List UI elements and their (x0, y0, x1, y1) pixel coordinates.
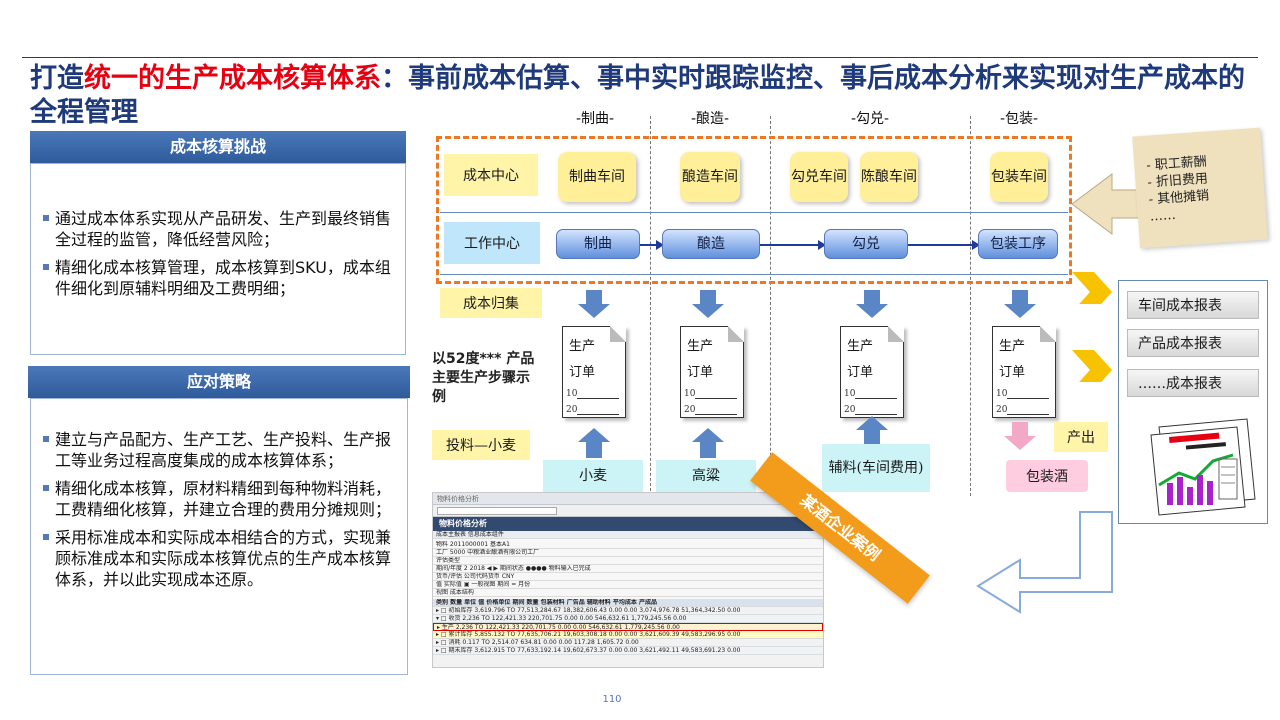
strategy-item: 精细化成本核算，原材料精细到每种物料消耗，工费精细化核算，并建立合理的费用分摊规… (41, 478, 395, 520)
row-separator (440, 212, 1068, 213)
chevron-right-icon (1072, 272, 1112, 304)
report-other-cost[interactable]: ……成本报表 (1127, 369, 1259, 397)
bullet-icon (43, 264, 49, 270)
allocation-note: - 职工薪酬 - 折旧费用 - 其他摊销 …… (1132, 127, 1268, 249)
sap-toolbar (433, 505, 823, 517)
flow-arrow (908, 240, 980, 250)
work-center-niangzao: 酿造 (662, 229, 760, 259)
challenge-item: 通过成本体系实现从产品研发、生产到最终销售全过程的监管，降低经营风险； (41, 208, 393, 250)
challenges-box: 通过成本体系实现从产品研发、生产到最终销售全过程的监管，降低经营风险； 精细化成… (30, 163, 406, 355)
strategy-item: 采用标准成本和实际成本相结合的方式，实现兼顾标准成本和实际成本核算优点的生产成本… (41, 527, 395, 590)
stage-title-niangzao: -酿造- (690, 111, 730, 127)
up-arrow-icon (856, 416, 888, 446)
down-arrow-icon (1004, 290, 1036, 320)
strategy-heading: 应对策略 (28, 366, 410, 398)
production-order-doc: 生产 订单 10 20 (680, 326, 744, 418)
reports-panel: 车间成本报表 产品成本报表 ……成本报表 (1118, 280, 1268, 524)
production-order-doc: 生产 订单 10 20 (562, 326, 626, 418)
output-label: 产出 (1054, 422, 1108, 452)
sap-row: ▸ □ 期末库存 3,612.915 TO 77,633,192.14 19,6… (433, 647, 823, 655)
up-arrow-icon (692, 428, 724, 458)
report-product-cost[interactable]: 产品成本报表 (1127, 329, 1259, 357)
stage-title-zhiqu: -制曲- (575, 111, 615, 127)
example-text: 以52度*** 产品主要生产步骤示例 (432, 351, 535, 405)
bullet-icon (43, 436, 49, 442)
cost-center-label: 成本中心 (444, 154, 538, 196)
stage-title-baozhuang: -包装- (999, 111, 1039, 127)
bullet-icon (43, 215, 49, 221)
title-suffix: ：事前成本估算、事中实时跟踪监控、事后成本分析来实现对生产成本的全程管理 (30, 63, 1245, 128)
sap-fields: 物料 2011000001 基本A1 工厂 5000 中粮酒业酿酒有限公司工厂 … (433, 539, 823, 599)
up-arrow-icon (578, 428, 610, 458)
sap-row-highlighted: ▸ 生产 2,236 TO 122,421.33 220,701.75 0.00… (433, 623, 823, 631)
sap-header: 物料价格分析 (433, 517, 823, 531)
cost-center-baozhuang: 包装车间 (990, 152, 1048, 202)
work-center-goudui: 勾兑 (824, 229, 908, 259)
down-arrow-icon (1004, 422, 1036, 452)
material-auxiliary: 辅料(车间费用) (822, 444, 930, 492)
stage-divider (770, 116, 771, 496)
work-center-zhiqu: 制曲 (556, 229, 640, 259)
title-highlight: 统一的生产成本核算体系 (84, 63, 381, 94)
cost-frame (436, 136, 1072, 284)
cost-center-zhiqu: 制曲车间 (558, 152, 636, 202)
bullet-icon (43, 485, 49, 491)
cost-center-chenniang: 陈酿车间 (860, 152, 918, 202)
feed-label: 投料—小麦 (432, 430, 530, 460)
down-arrow-icon (856, 290, 888, 320)
return-arrow-icon (976, 511, 1113, 614)
page-number: 110 (602, 694, 622, 705)
challenges-heading: 成本核算挑战 (30, 131, 406, 163)
sap-row: ▸ □ 初始库存 3,619.796 TO 77,513,284.67 18,3… (433, 607, 823, 615)
chevron-right-icon (1072, 350, 1112, 382)
sap-row: ▸ □ 消耗 0.117 TO 2,514.07 634.81 0.00 0.0… (433, 639, 823, 647)
work-center-baozhuang: 包装工序 (978, 229, 1058, 259)
down-arrow-icon (578, 290, 610, 320)
stage-title-goudui: -勾兑- (850, 111, 890, 127)
material-wheat: 小麦 (543, 460, 643, 492)
production-order-doc: 生产 订单 10 20 (992, 326, 1056, 418)
cost-center-niangzao: 酿造车间 (680, 152, 740, 202)
work-center-label: 工作中心 (444, 222, 540, 264)
report-chart-icon (1150, 418, 1256, 516)
sap-row: ▾ □ 收货 2,236 TO 122,421.33 220,701.75 0.… (433, 615, 823, 623)
sap-action-bar: 成本主报表 信息成本组件 (433, 531, 823, 539)
sap-grid: 类别 数量 单位 值 价格单位 期间 数量 包装材料 广告品 辅助材料 平均成本… (433, 599, 823, 655)
strategy-item: 建立与产品配方、生产工艺、生产投料、生产报工等业务过程高度集成的成本核算体系； (41, 429, 395, 471)
material-sorghum: 高粱 (656, 460, 756, 492)
bullet-icon (43, 534, 49, 540)
sap-screenshot: 物料价格分析 物料价格分析 成本主报表 信息成本组件 物料 2011000001… (432, 492, 824, 668)
production-order-doc: 生产 订单 10 20 (840, 326, 904, 418)
cost-center-goudui: 勾兑车间 (790, 152, 848, 202)
page-title: 打造统一的生产成本核算体系：事前成本估算、事中实时跟踪监控、事后成本分析来实现对… (30, 62, 1260, 130)
flow-arrow (760, 240, 826, 250)
stage-divider (970, 116, 971, 496)
sap-window-title: 物料价格分析 (433, 493, 823, 505)
flow-arrow (640, 240, 664, 250)
sap-row: ▸ □ 累计库存 5,855.132 TO 77,635,706.21 19,6… (433, 631, 823, 639)
cost-collect-label: 成本归集 (440, 288, 542, 318)
product-packaged-liquor: 包装酒 (1006, 460, 1088, 492)
title-prefix: 打造 (30, 63, 84, 94)
header-rule (22, 57, 1258, 58)
row-separator (440, 274, 1068, 275)
report-workshop-cost[interactable]: 车间成本报表 (1127, 291, 1259, 319)
challenge-item: 精细化成本核算管理，成本核算到SKU，成本组件细化到原辅料明细及工费明细； (41, 257, 393, 299)
down-arrow-icon (692, 290, 724, 320)
strategy-box: 建立与产品配方、生产工艺、生产投料、生产报工等业务过程高度集成的成本核算体系； … (30, 398, 408, 675)
stage-divider (650, 116, 651, 496)
